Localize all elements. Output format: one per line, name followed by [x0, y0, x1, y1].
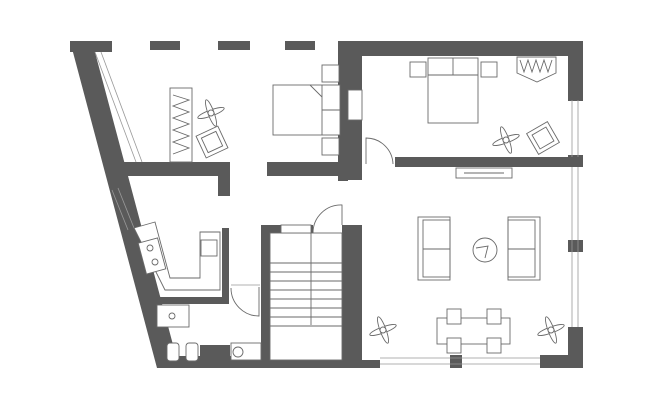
wardrobe-icon: [169, 87, 193, 163]
interior-wall: [112, 162, 228, 176]
interior-wall: [348, 120, 362, 180]
armchair-icon: [195, 125, 229, 159]
interior-wall: [150, 297, 228, 304]
top-wall-segment: [285, 41, 315, 50]
stove-icon: [137, 237, 167, 275]
stairs-icon: [269, 224, 343, 361]
interior-wall: [218, 162, 230, 196]
stair-wall: [342, 225, 362, 368]
sofa-icon: [507, 216, 541, 281]
nightstand: [321, 137, 340, 156]
bedroom-1: [94, 51, 341, 163]
sink-icon: [200, 239, 218, 257]
window: [111, 189, 129, 231]
stair-door-icon[interactable]: [312, 204, 343, 234]
top-wall-segment: [70, 41, 112, 52]
interior-wall: [338, 41, 348, 181]
interior-wall: [348, 56, 362, 90]
bidet-icon: [185, 342, 199, 362]
coffee-table-icon: [472, 237, 498, 263]
top-wall-segment: [150, 41, 180, 50]
ceiling-fan-icon: [492, 126, 520, 154]
wardrobe-icon: [516, 56, 557, 83]
bed-icon: [272, 84, 341, 136]
bathroom-door-icon[interactable]: [230, 287, 260, 317]
bottom-wall-pier: [450, 355, 462, 368]
dining-table-icon: [436, 308, 511, 354]
sink-icon: [156, 304, 190, 328]
right-wall: [568, 41, 583, 101]
bottom-wall: [540, 355, 583, 368]
bedroom-2: [409, 56, 561, 156]
nightstand: [321, 64, 340, 83]
bath-wall: [200, 345, 230, 368]
bedroom-door-icon[interactable]: [365, 137, 394, 165]
nightstand: [409, 61, 427, 78]
armchair-icon: [525, 120, 561, 156]
top-wall-segment: [218, 41, 250, 50]
interior-wall: [222, 228, 229, 304]
window: [117, 187, 135, 229]
nightstand: [480, 61, 498, 78]
shower-icon: [230, 342, 262, 361]
ceiling-fan-icon: [369, 316, 397, 344]
stair-wall: [261, 228, 270, 368]
closet: [347, 89, 363, 121]
bathroom: [156, 304, 262, 362]
ceiling-fan-icon: [197, 99, 225, 127]
window: [94, 51, 137, 163]
top-wall: [338, 41, 583, 56]
living-room: [369, 167, 565, 354]
bed-icon: [427, 57, 479, 124]
right-wall-pier: [568, 240, 583, 252]
interior-wall: [395, 157, 583, 167]
window: [100, 51, 143, 163]
tv-unit-icon: [455, 167, 513, 179]
left-wall: [70, 41, 176, 368]
ceiling-fan-icon: [537, 316, 565, 344]
interior-wall: [267, 162, 347, 176]
sofa-icon: [417, 216, 451, 281]
kitchen: [111, 187, 221, 291]
toilet-icon: [166, 342, 180, 362]
bottom-wall: [262, 360, 380, 368]
doors: [230, 137, 394, 317]
